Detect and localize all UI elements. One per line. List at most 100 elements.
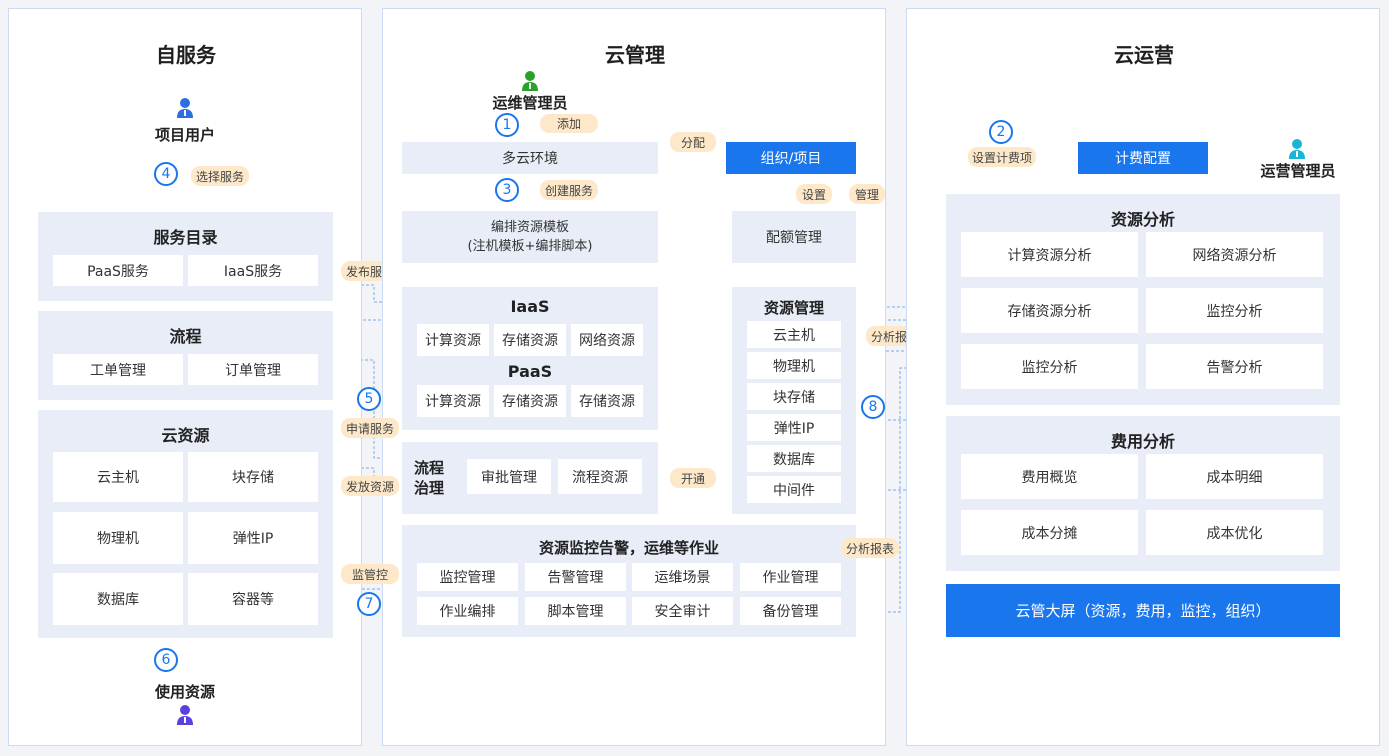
set-billing-tag: 设置计费项 [968, 147, 1036, 167]
work-order-item[interactable]: 工单管理 [53, 354, 183, 385]
template-box[interactable]: 编排资源模板 (注机模板+编排脚本) [402, 211, 658, 263]
cost-overview-item[interactable]: 费用概览 [961, 454, 1138, 499]
service-catalog-title: 服务目录 [153, 228, 218, 247]
allocate-tag: 分配 [670, 132, 716, 152]
iaas-title: IaaS [510, 297, 550, 316]
step-7-badge: 7 [357, 592, 381, 616]
container-item[interactable]: 容器等 [188, 573, 318, 625]
cost-analysis-title: 费用分析 [1110, 432, 1175, 451]
rm-middleware-item[interactable]: 中间件 [747, 476, 841, 503]
flow-gov-title-line2: 治理 [414, 479, 445, 497]
user-icon [176, 704, 194, 730]
billing-config-box[interactable]: 计费配置 [1078, 142, 1208, 174]
physical-machine-item[interactable]: 物理机 [53, 512, 183, 564]
flow-governance-group: 流程 治理 审批管理 流程资源 [402, 442, 658, 514]
paas-compute-item[interactable]: 计算资源 [417, 385, 489, 417]
iaas-compute-item[interactable]: 计算资源 [417, 324, 489, 356]
flow-gov-title-line1: 流程 [414, 459, 445, 477]
monitor-control-tag: 监管控 [341, 564, 399, 584]
user-icon [176, 97, 194, 123]
step-1-badge: 1 [495, 113, 519, 137]
admin-icon [521, 70, 539, 96]
paas-service-item[interactable]: PaaS服务 [53, 255, 183, 286]
flow-gov-title: 流程 治理 [414, 458, 444, 498]
step-5-badge: 5 [357, 387, 381, 411]
resource-mgmt-group: 资源管理 云主机 物理机 块存储 弹性IP 数据库 中间件 [732, 287, 856, 514]
iaas-storage-item[interactable]: 存储资源 [494, 324, 566, 356]
org-project-box[interactable]: 组织/项目 [726, 142, 856, 174]
rm-physical-item[interactable]: 物理机 [747, 352, 841, 379]
alarm-mgmt-item[interactable]: 告警管理 [525, 563, 626, 591]
iaas-service-item[interactable]: IaaS服务 [188, 255, 318, 286]
cost-detail-item[interactable]: 成本明细 [1146, 454, 1323, 499]
cost-allocation-item[interactable]: 成本分摊 [961, 510, 1138, 555]
ops-admin-icon [1288, 138, 1306, 164]
ops-scenario-item[interactable]: 运维场景 [632, 563, 733, 591]
paas-storage-item[interactable]: 存储资源 [494, 385, 566, 417]
compute-analysis-item[interactable]: 计算资源分析 [961, 232, 1138, 277]
panel-title: 自服务 [156, 43, 216, 67]
issue-resource-tag: 发放资源 [341, 476, 399, 496]
cloud-dashboard-box[interactable]: 云管大屏（资源，费用，监控，组织） [946, 584, 1340, 637]
cost-optimize-item[interactable]: 成本优化 [1146, 510, 1323, 555]
network-analysis-item[interactable]: 网络资源分析 [1146, 232, 1323, 277]
manage-tag: 管理 [849, 184, 885, 204]
job-orchestration-item[interactable]: 作业编排 [417, 597, 518, 625]
rm-block-storage-item[interactable]: 块存储 [747, 383, 841, 410]
backup-mgmt-item[interactable]: 备份管理 [740, 597, 841, 625]
cost-analysis-group: 费用分析 费用概览 成本明细 成本分摊 成本优化 [946, 416, 1340, 571]
database-item[interactable]: 数据库 [53, 573, 183, 625]
cloud-resources-title: 云资源 [161, 426, 210, 445]
template-title: 编排资源模板 [490, 220, 569, 235]
security-audit-item[interactable]: 安全审计 [632, 597, 733, 625]
process-title: 流程 [169, 327, 202, 346]
quota-mgmt-box[interactable]: 配额管理 [732, 211, 856, 263]
cloud-host-item[interactable]: 云主机 [53, 452, 183, 502]
process-resource-item[interactable]: 流程资源 [558, 459, 642, 494]
create-service-tag: 创建服务 [540, 180, 598, 200]
paas-storage-item-2[interactable]: 存储资源 [571, 385, 643, 417]
script-mgmt-item[interactable]: 脚本管理 [525, 597, 626, 625]
resource-mgmt-title: 资源管理 [763, 299, 824, 317]
monitor-ops-group: 资源监控告警，运维等作业 监控管理 告警管理 运维场景 作业管理 作业编排 脚本… [402, 525, 856, 637]
analysis-report-tag-2: 分析报表 [841, 538, 899, 558]
set-tag: 设置 [796, 184, 832, 204]
step-4-badge: 4 [154, 162, 178, 186]
step-6-badge: 6 [154, 648, 178, 672]
use-resource-label: 使用资源 [154, 683, 215, 701]
step-2-badge: 2 [989, 120, 1013, 144]
elastic-ip-item[interactable]: 弹性IP [188, 512, 318, 564]
select-service-tag: 选择服务 [191, 166, 249, 186]
monitor-mgmt-item[interactable]: 监控管理 [417, 563, 518, 591]
block-storage-item[interactable]: 块存储 [188, 452, 318, 502]
project-user-label: 项目用户 [154, 126, 215, 144]
multi-cloud-box[interactable]: 多云环境 [402, 142, 658, 174]
monitor-analysis-item-2[interactable]: 监控分析 [961, 344, 1138, 389]
rm-cloud-host-item[interactable]: 云主机 [747, 321, 841, 348]
step-3-badge: 3 [495, 178, 519, 202]
alarm-analysis-item[interactable]: 告警分析 [1146, 344, 1323, 389]
panel-title: 云管理 [605, 43, 665, 67]
iaas-network-item[interactable]: 网络资源 [571, 324, 643, 356]
resource-analysis-group: 资源分析 计算资源分析 网络资源分析 存储资源分析 监控分析 监控分析 告警分析 [946, 194, 1340, 405]
cloud-resources-group: 云资源 云主机 块存储 物理机 弹性IP 数据库 容器等 [38, 410, 333, 638]
step-8-badge: 8 [861, 395, 885, 419]
iaas-paas-group: IaaS 计算资源 存储资源 网络资源 PaaS 计算资源 存储资源 存储资源 [402, 287, 658, 430]
request-service-tag: 申请服务 [341, 418, 399, 438]
monitor-analysis-item[interactable]: 监控分析 [1146, 288, 1323, 333]
activate-tag: 开通 [670, 468, 716, 488]
panel-title: 云运营 [1114, 43, 1174, 67]
service-catalog-group: 服务目录 PaaS服务 IaaS服务 [38, 212, 333, 301]
resource-analysis-title: 资源分析 [1110, 210, 1175, 229]
ops-admin-label: 运维管理员 [492, 94, 568, 112]
rm-elastic-ip-item[interactable]: 弹性IP [747, 414, 841, 441]
storage-analysis-item[interactable]: 存储资源分析 [961, 288, 1138, 333]
approval-mgmt-item[interactable]: 审批管理 [467, 459, 551, 494]
process-group: 流程 工单管理 订单管理 [38, 311, 333, 400]
ops-manager-label: 运营管理员 [1260, 162, 1336, 180]
rm-database-item[interactable]: 数据库 [747, 445, 841, 472]
job-mgmt-item[interactable]: 作业管理 [740, 563, 841, 591]
order-mgmt-item[interactable]: 订单管理 [188, 354, 318, 385]
add-tag: 添加 [540, 114, 598, 133]
monitor-ops-title: 资源监控告警，运维等作业 [538, 539, 719, 557]
